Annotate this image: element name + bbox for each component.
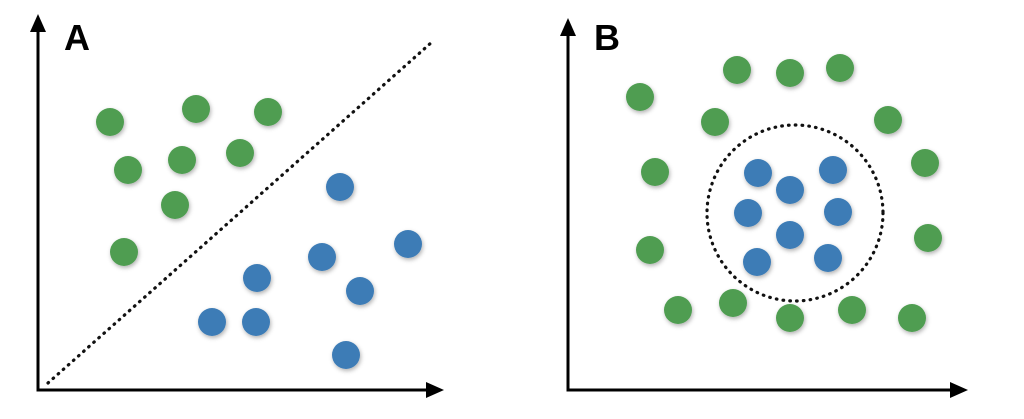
panel-b: B <box>560 17 968 398</box>
data-point-green <box>826 54 854 82</box>
data-point-green <box>96 108 124 136</box>
data-point-green <box>114 156 142 184</box>
panel-b-points <box>626 54 942 332</box>
data-point-green <box>898 304 926 332</box>
panel-a-label: A <box>64 17 90 58</box>
data-point-green <box>914 224 942 252</box>
data-point-green <box>636 236 664 264</box>
data-point-green <box>874 106 902 134</box>
data-point-blue <box>308 243 336 271</box>
panel-a-y-axis-arrow-icon <box>30 14 46 32</box>
data-point-green <box>911 149 939 177</box>
data-point-blue <box>734 199 762 227</box>
data-point-blue <box>819 156 847 184</box>
panel-b-label: B <box>594 17 620 58</box>
data-point-blue <box>824 198 852 226</box>
data-point-blue <box>198 308 226 336</box>
data-point-green <box>719 289 747 317</box>
data-point-green <box>182 95 210 123</box>
panel-b-x-axis-arrow-icon <box>950 382 968 398</box>
decision-boundary-line <box>46 40 434 385</box>
decision-boundary-circle <box>705 123 885 303</box>
data-point-blue <box>243 264 271 292</box>
data-point-blue <box>743 248 771 276</box>
data-point-green <box>254 98 282 126</box>
data-point-blue <box>814 244 842 272</box>
data-point-blue <box>394 230 422 258</box>
data-point-blue <box>332 341 360 369</box>
data-point-green <box>626 83 654 111</box>
data-point-blue <box>326 173 354 201</box>
data-point-blue <box>242 308 270 336</box>
data-point-blue <box>744 159 772 187</box>
panel-a-points <box>96 95 422 369</box>
data-point-green <box>226 139 254 167</box>
panel-a-x-axis-arrow-icon <box>426 382 444 398</box>
panel-a: A <box>30 14 444 398</box>
data-point-green <box>776 59 804 87</box>
data-point-green <box>723 56 751 84</box>
data-point-green <box>161 191 189 219</box>
data-point-green <box>838 296 866 324</box>
panel-a-decision-boundary <box>46 40 434 385</box>
data-point-green <box>776 304 804 332</box>
data-point-blue <box>776 176 804 204</box>
data-point-green <box>664 296 692 324</box>
panel-b-y-axis-arrow-icon <box>560 18 576 36</box>
data-point-green <box>168 146 196 174</box>
data-point-blue <box>776 221 804 249</box>
data-point-green <box>110 238 138 266</box>
data-point-green <box>641 158 669 186</box>
data-point-green <box>701 108 729 136</box>
data-point-blue <box>346 277 374 305</box>
panel-b-decision-boundary <box>705 123 885 303</box>
